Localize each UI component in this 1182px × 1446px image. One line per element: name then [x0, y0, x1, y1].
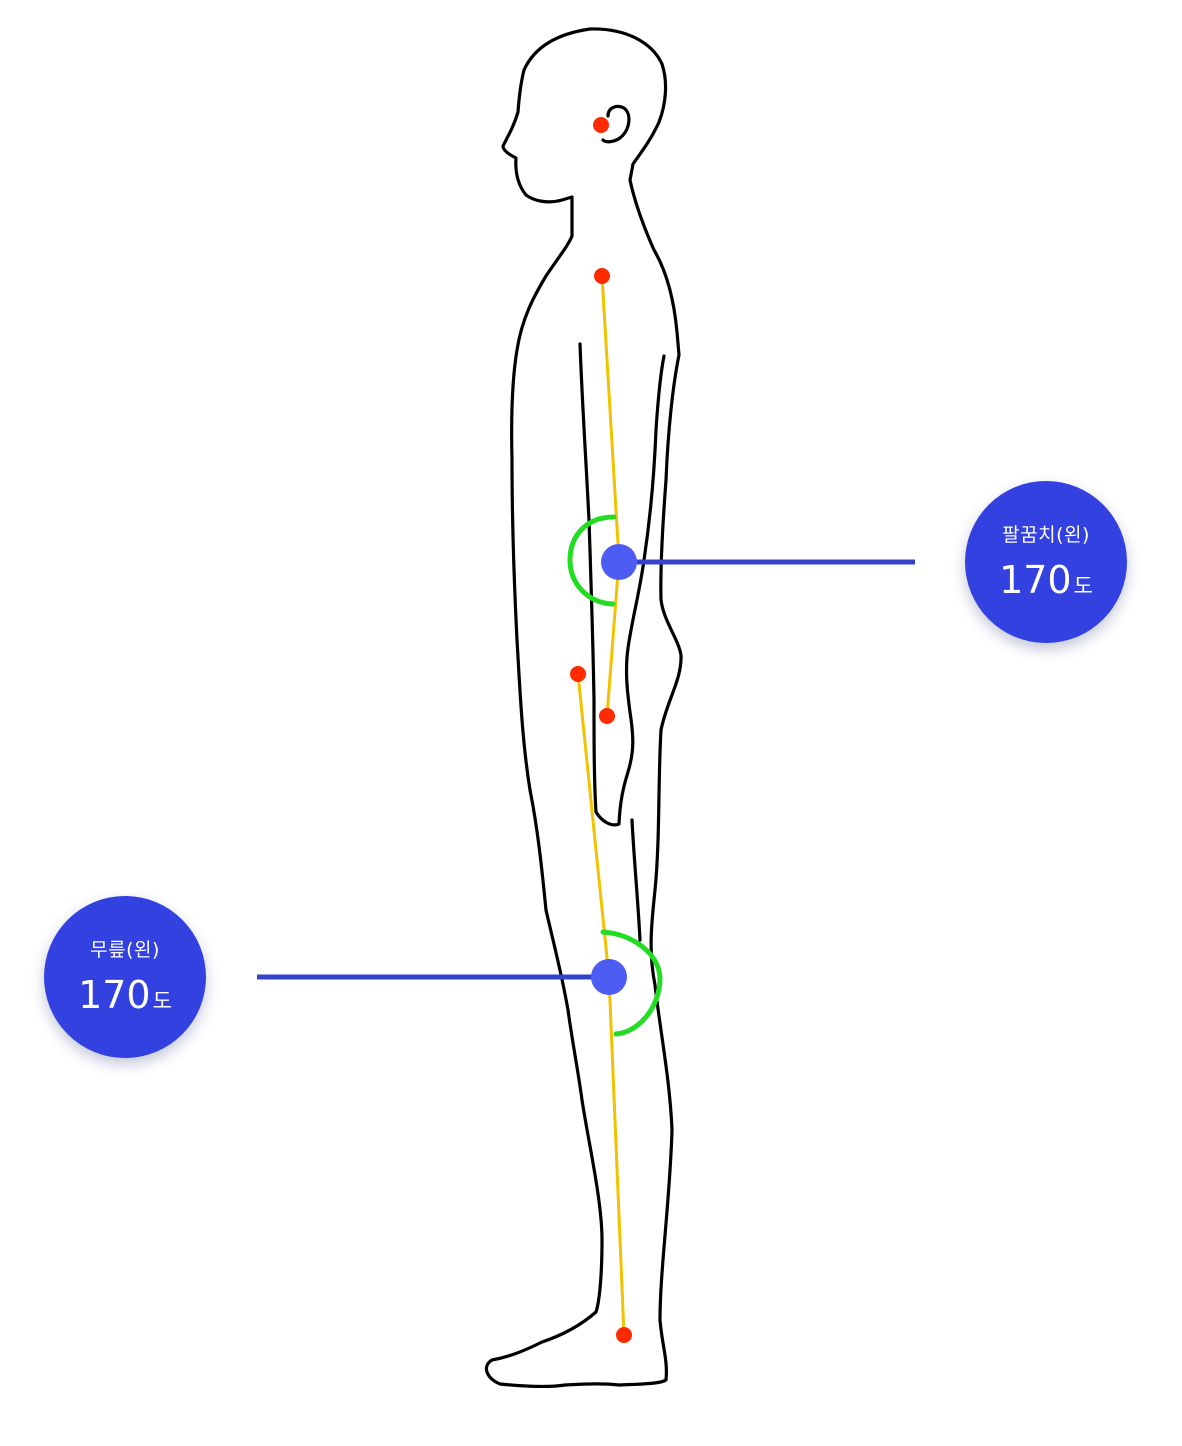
pivot-points: [591, 544, 637, 995]
ankle-point: [616, 1327, 632, 1343]
ear-outline: [601, 104, 631, 144]
knee-pivot[interactable]: [591, 959, 627, 995]
elbow-angle-unit: 도: [1073, 573, 1093, 598]
ear-point: [593, 117, 609, 133]
arm-outline: [578, 342, 666, 827]
knee-angle-number: 170: [78, 972, 151, 1017]
body-outline: [484, 27, 683, 1389]
joint-points: [570, 117, 632, 1343]
elbow-pivot[interactable]: [601, 544, 637, 580]
angle-arcs: [567, 514, 663, 1037]
forearm-line: [605, 559, 621, 717]
upper-arm-line: [600, 275, 621, 561]
elbow-angle-badge[interactable]: 팔꿈치(왼) 170 도: [965, 481, 1127, 643]
knee-angle-label: 무릎(왼): [90, 938, 160, 961]
skeleton-lines: [576, 275, 626, 1336]
hip-point: [570, 666, 586, 682]
head-and-back-outline: [484, 27, 683, 1389]
shoulder-point: [594, 268, 610, 284]
elbow-angle-number: 170: [999, 557, 1072, 602]
thigh-line: [576, 673, 611, 978]
leader-lines: [257, 559, 915, 980]
elbow-angle-label: 팔꿈치(왼): [1002, 523, 1090, 546]
wrist-point: [599, 708, 615, 724]
shin-line: [607, 976, 626, 1336]
knee-angle-value: 170 도: [78, 976, 172, 1014]
knee-angle-badge[interactable]: 무릎(왼) 170 도: [44, 896, 206, 1058]
elbow-angle-value: 170 도: [999, 561, 1093, 599]
elbow-angle-arc: [567, 514, 617, 607]
knee-angle-unit: 도: [152, 988, 172, 1013]
knee-angle-arc: [600, 929, 663, 1037]
inner-leg-outline: [630, 818, 642, 942]
